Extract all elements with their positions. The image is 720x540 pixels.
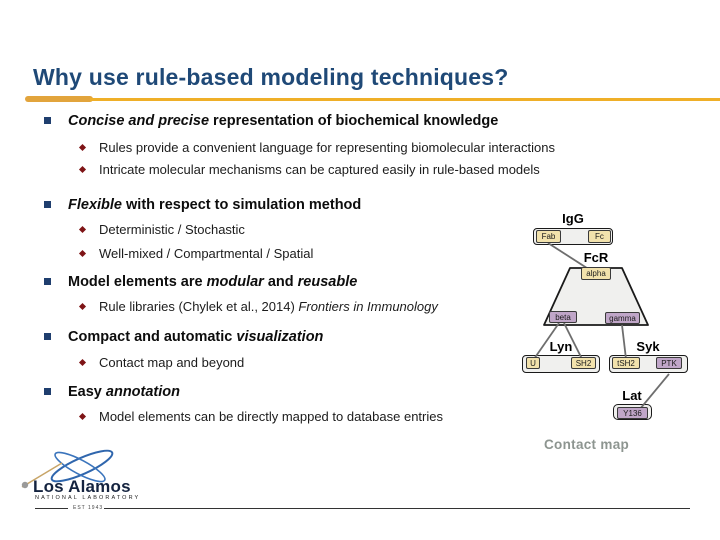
- sub-bullet-text: Contact map and beyond: [99, 354, 244, 371]
- site-fcr-gamma: gamma: [605, 312, 640, 324]
- atom-dot: [21, 481, 29, 489]
- title-accent-bar: [90, 98, 720, 101]
- sub-bullet-item: Model elements can be directly mapped to…: [78, 408, 640, 425]
- footer-rule: [104, 508, 690, 509]
- text-run: reusable: [297, 274, 358, 290]
- bullet-square-icon: [44, 388, 51, 395]
- bullet-item: Compact and automatic visualization: [44, 328, 544, 346]
- bond-fab-alpha: [547, 242, 591, 271]
- sub-bullet-diamond-icon: [78, 249, 87, 258]
- contact-map-caption: Contact map: [544, 437, 630, 452]
- sub-bullet-item: Rules provide a convenient language for …: [78, 139, 640, 156]
- text-run: Compact and automatic: [68, 329, 237, 345]
- bond-beta-sh2: [563, 322, 583, 360]
- bond-ptk-y136: [639, 373, 670, 410]
- footer-rule-left: [35, 508, 68, 509]
- text-run: Model elements can be directly mapped to…: [99, 409, 443, 424]
- molecule-label-igg: IgG: [562, 211, 584, 226]
- bullet-item: Model elements are modular and reusable: [44, 273, 544, 291]
- text-run: Rule libraries (Chylek et al., 2014): [99, 299, 299, 314]
- sub-bullet-diamond-icon: [78, 225, 87, 234]
- sub-bullet-text: Rule libraries (Chylek et al., 2014) Fro…: [99, 298, 438, 315]
- sub-bullet-item: Rule libraries (Chylek et al., 2014) Fro…: [78, 298, 640, 315]
- text-run: Frontiers in Immunology: [298, 299, 438, 314]
- sub-bullet-diamond-icon: [78, 165, 87, 174]
- molecule-label-lat: Lat: [622, 388, 642, 403]
- sub-bullet-item: Intricate molecular mechanisms can be ca…: [78, 161, 640, 178]
- sub-bullet-text: Well-mixed / Compartmental / Spatial: [99, 245, 313, 262]
- sub-bullet-text: Rules provide a convenient language for …: [99, 139, 555, 156]
- bullet-square-icon: [44, 278, 51, 285]
- site-igg-fab: Fab: [536, 230, 561, 243]
- sub-bullet-diamond-icon: [78, 358, 87, 367]
- site-fcr-alpha: alpha: [581, 267, 611, 280]
- site-igg-fc: Fc: [588, 230, 611, 243]
- sub-bullet-item: Contact map and beyond: [78, 354, 640, 371]
- logo-est-text: EST 1943: [73, 504, 104, 511]
- site-lat-y136: Y136: [617, 407, 648, 419]
- text-run: Deterministic / Stochastic: [99, 222, 245, 237]
- sub-bullet-diamond-icon: [78, 302, 87, 311]
- site-lyn-sh2: SH2: [571, 357, 596, 369]
- bullet-square-icon: [44, 201, 51, 208]
- atom-gold-line: [21, 462, 63, 488]
- bullet-text: Model elements are modular and reusable: [68, 273, 357, 291]
- text-run: Flexible: [68, 197, 122, 213]
- sub-bullet-item: Well-mixed / Compartmental / Spatial: [78, 245, 640, 262]
- text-run: Rules provide a convenient language for …: [99, 140, 555, 155]
- molecule-label-syk: Syk: [636, 339, 660, 354]
- text-run: Well-mixed / Compartmental / Spatial: [99, 246, 314, 261]
- bullet-square-icon: [44, 117, 51, 124]
- atom-logo-icon: [21, 449, 114, 489]
- atom-orbit-2: [54, 451, 106, 483]
- bullet-square-icon: [44, 333, 51, 340]
- title-accent-bar-left: [25, 96, 93, 102]
- bullet-text: Flexible with respect to simulation meth…: [68, 196, 361, 214]
- bullet-text: Concise and precise representation of bi…: [68, 112, 498, 130]
- bullet-item: Easy annotation: [44, 383, 544, 401]
- text-run: modular: [206, 274, 264, 290]
- site-syk-ptk: PTK: [656, 357, 682, 369]
- site-syk-tsh2: tSH2: [612, 357, 640, 369]
- text-run: Concise and precise: [68, 113, 210, 129]
- text-run: representation of biochemical knowledge: [209, 113, 499, 129]
- sub-bullet-text: Intricate molecular mechanisms can be ca…: [99, 161, 540, 178]
- bullet-text: Easy annotation: [68, 383, 180, 401]
- text-run: visualization: [236, 329, 324, 345]
- site-fcr-beta: beta: [549, 311, 577, 323]
- text-run: Contact map and beyond: [99, 355, 245, 370]
- contact-map-graphic: [533, 242, 670, 410]
- text-run: and: [263, 274, 298, 290]
- bond-gamma-tsh2: [621, 324, 627, 360]
- sub-bullet-text: Deterministic / Stochastic: [99, 221, 245, 238]
- bullet-item: Flexible with respect to simulation meth…: [44, 196, 544, 214]
- site-lyn-u: U: [526, 357, 540, 369]
- text-run: with respect to simulation method: [122, 197, 362, 213]
- bond-beta-u: [533, 322, 560, 360]
- sub-bullet-text: Model elements can be directly mapped to…: [99, 408, 443, 425]
- sub-bullet-diamond-icon: [78, 143, 87, 152]
- sub-bullet-diamond-icon: [78, 412, 87, 421]
- logo-subtitle: NATIONAL LABORATORY: [35, 495, 141, 501]
- page-title: Why use rule-based modeling techniques?: [33, 64, 509, 90]
- molecule-label-fcr: FcR: [583, 250, 609, 265]
- text-run: Easy: [68, 384, 106, 400]
- bullet-text: Compact and automatic visualization: [68, 328, 323, 346]
- bullet-item: Concise and precise representation of bi…: [44, 112, 544, 130]
- logo-wordmark: Los Alamos: [33, 477, 131, 496]
- sub-bullet-item: Deterministic / Stochastic: [78, 221, 640, 238]
- text-run: Intricate molecular mechanisms can be ca…: [99, 162, 540, 177]
- molecule-label-lyn: Lyn: [549, 339, 573, 354]
- text-run: annotation: [105, 384, 181, 400]
- text-run: Model elements are: [68, 274, 207, 290]
